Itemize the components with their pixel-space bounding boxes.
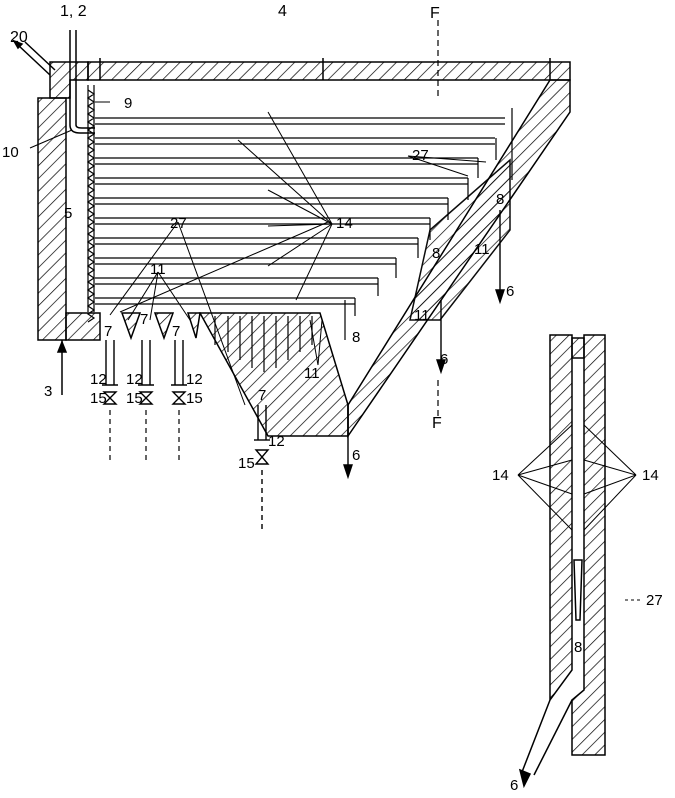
label-5: 5 — [64, 205, 73, 222]
label-12-b: 12 — [126, 371, 143, 388]
label-6-right: 6 — [506, 283, 515, 300]
label-27-top: 27 — [412, 147, 429, 164]
detail-view — [518, 334, 606, 789]
label-14-detail-right: 14 — [642, 467, 659, 484]
roof-posts — [99, 58, 551, 80]
small-hopper-3 — [186, 312, 201, 339]
outlet-20 — [12, 39, 56, 76]
label-20: 20 — [10, 29, 28, 46]
bottom-left-block — [65, 312, 101, 341]
label-27-detail: 27 — [646, 592, 663, 609]
label-3: 3 — [44, 383, 53, 400]
central-outlet — [254, 405, 270, 530]
label-11-low: 11 — [304, 365, 320, 382]
label-12-a: 12 — [90, 371, 107, 388]
small-outlet-flow — [109, 410, 180, 460]
label-6-mid: 6 — [440, 351, 449, 368]
label-12-central: 12 — [268, 433, 285, 450]
label-1-2: 1, 2 — [60, 3, 87, 20]
tray-ends — [344, 108, 513, 340]
main-vessel — [37, 61, 571, 439]
label-15-b: 15 — [126, 390, 143, 407]
trays — [95, 117, 505, 305]
label-27-mid: 27 — [170, 215, 187, 232]
detail-plug — [571, 337, 585, 359]
central-hopper — [198, 312, 349, 437]
label-12-c: 12 — [186, 371, 203, 388]
label-7-a: 7 — [104, 323, 113, 340]
label-10: 10 — [2, 144, 19, 161]
label-11-left: 11 — [150, 261, 166, 278]
top-left-corner — [49, 61, 89, 99]
valves-small — [102, 391, 187, 405]
label-6-detail: 6 — [510, 777, 519, 794]
small-outlets — [102, 340, 187, 386]
label-14-main: 14 — [336, 215, 353, 232]
label-11-mid: 11 — [414, 307, 430, 324]
top-wall — [87, 61, 571, 81]
label-8-mid: 8 — [432, 245, 441, 262]
detail-right-wall — [571, 334, 606, 756]
label-8-detail: 8 — [574, 639, 583, 656]
detail-left-wall — [549, 334, 573, 703]
label-15-c: 15 — [186, 390, 203, 407]
label-14-detail-left: 14 — [492, 467, 509, 484]
central-bottom-lines — [214, 316, 313, 372]
label-8-low: 8 — [352, 329, 361, 346]
label-6-low: 6 — [352, 447, 361, 464]
outlets-6 — [343, 210, 505, 480]
label-9: 9 — [124, 95, 133, 112]
label-7-central: 7 — [258, 387, 267, 404]
label-15-central: 15 — [238, 455, 255, 472]
inlet-pipe — [69, 30, 95, 134]
leader-lines — [29, 101, 487, 406]
detail-leaders — [517, 424, 640, 601]
label-7-b: 7 — [140, 311, 149, 328]
inlet-3 — [56, 339, 68, 395]
distributor-column — [86, 85, 96, 323]
right-side-block — [409, 158, 511, 321]
small-hopper-1 — [120, 312, 142, 341]
label-7-c: 7 — [172, 323, 181, 340]
label-8-top: 8 — [496, 191, 505, 208]
small-hopper-2 — [153, 312, 175, 341]
label-4: 4 — [278, 3, 287, 20]
label-11-right: 11 — [474, 241, 490, 258]
label-15-a: 15 — [90, 390, 107, 407]
label-F-bottom: F — [432, 415, 442, 432]
label-F-top: F — [430, 5, 440, 22]
